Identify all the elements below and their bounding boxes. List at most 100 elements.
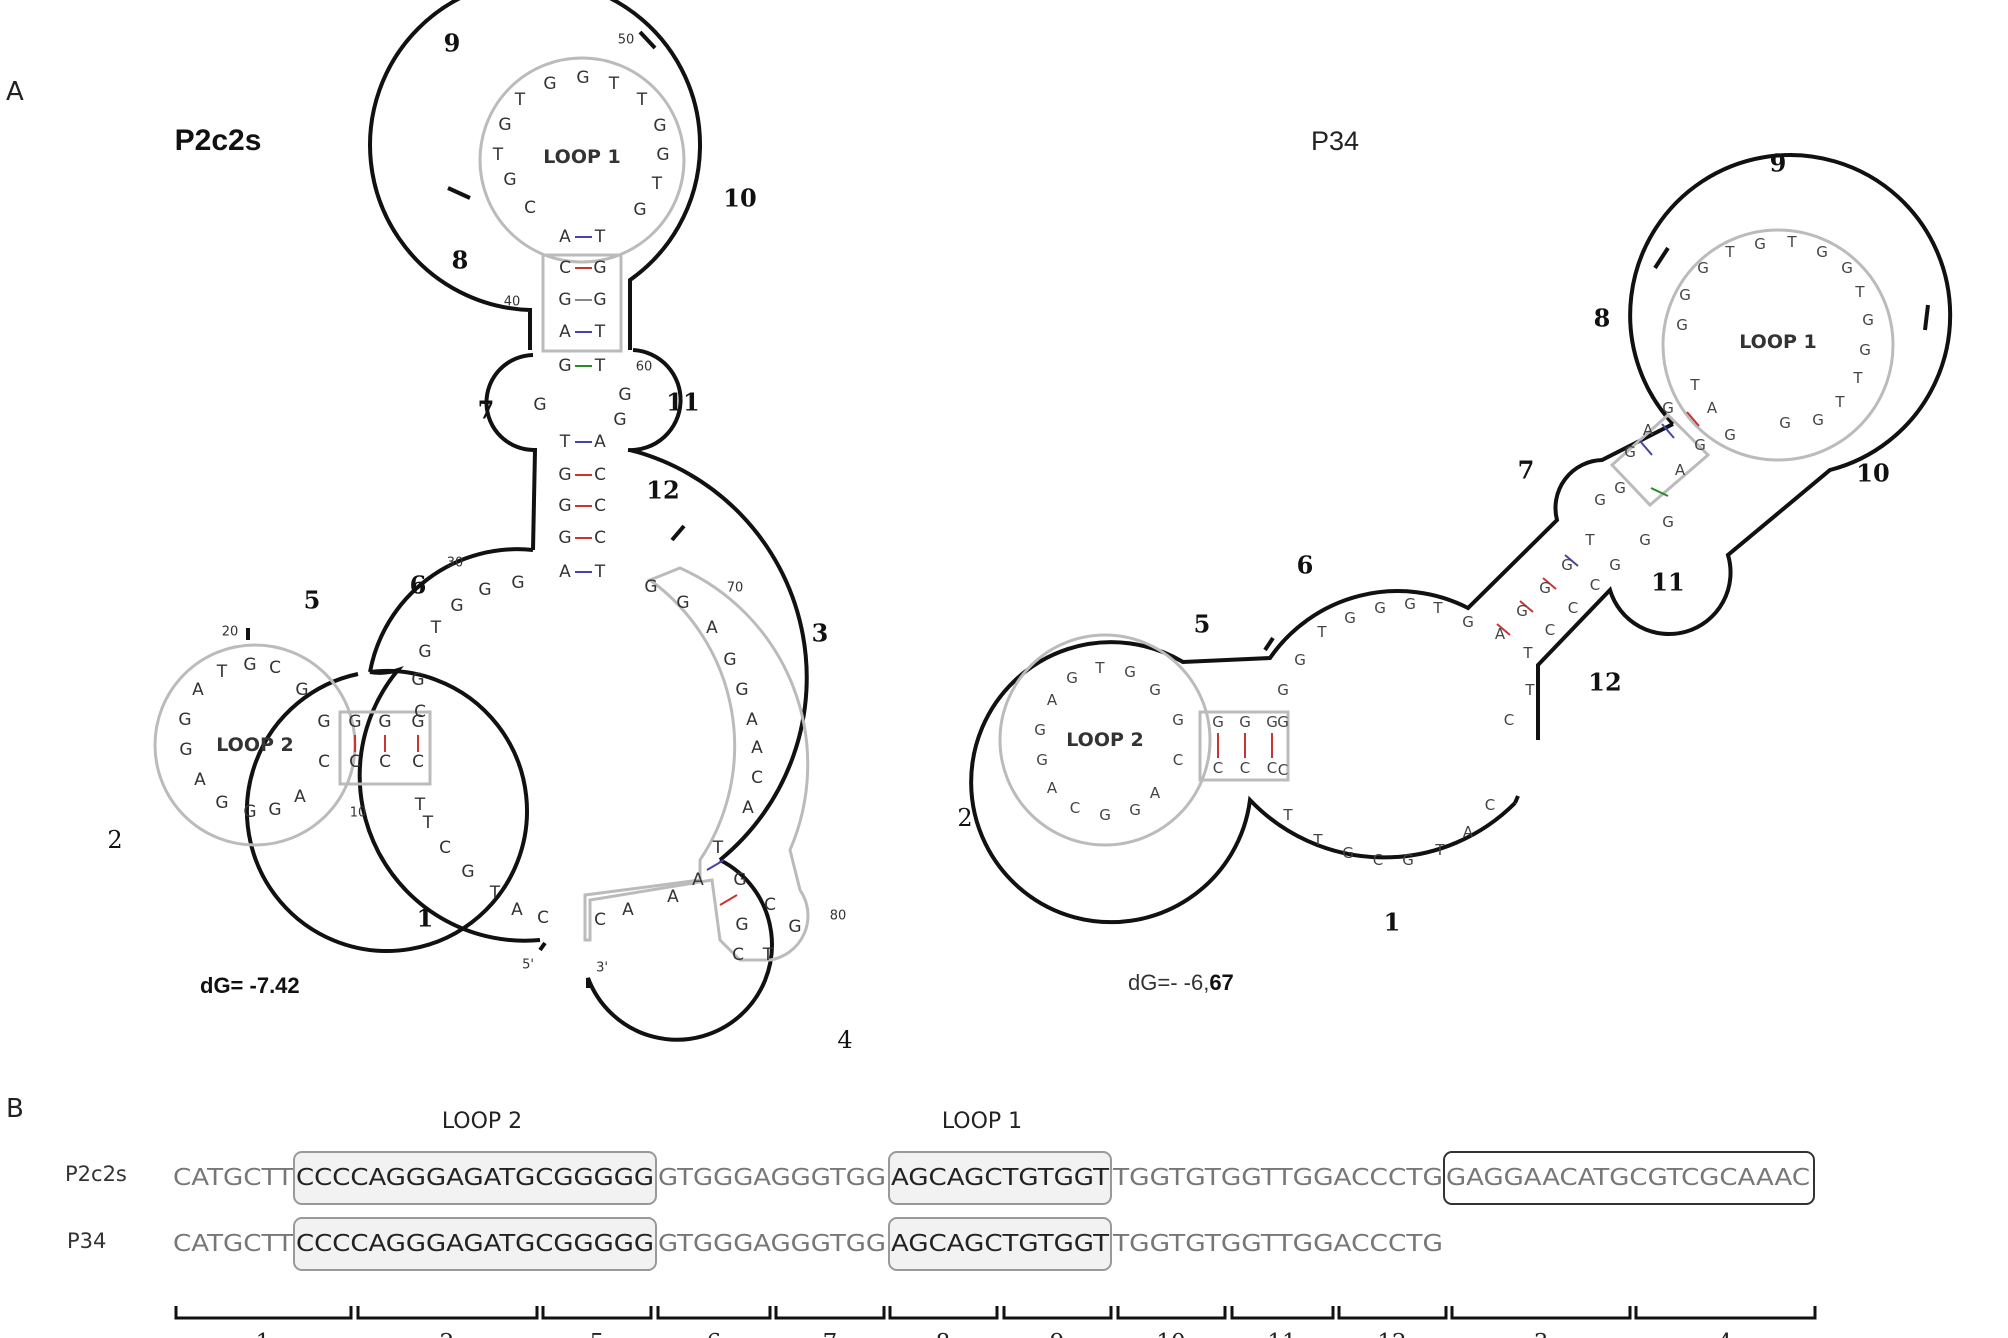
svg-text:G: G (178, 710, 191, 730)
svg-text:G: G (1697, 259, 1709, 277)
svg-text:C: C (379, 752, 391, 772)
svg-text:G: G (788, 917, 801, 937)
svg-text:A: A (667, 887, 679, 907)
svg-text:G: G (558, 290, 571, 310)
svg-text:6: 6 (1297, 551, 1314, 580)
svg-text:G: G (723, 650, 736, 670)
svg-text:10: 10 (1156, 1330, 1185, 1338)
svg-text:2: 2 (440, 1330, 455, 1338)
svg-text:T: T (594, 356, 606, 376)
svg-text:C: C (751, 768, 763, 788)
svg-text:G: G (295, 680, 308, 700)
svg-text:C: C (594, 465, 606, 485)
svg-text:G: G (243, 802, 256, 822)
svg-text:1: 1 (417, 904, 434, 933)
svg-text:G: G (558, 496, 571, 516)
svg-text:C: C (764, 895, 776, 915)
svg-text:G: G (653, 116, 666, 136)
row-p34-name: P34 (67, 1229, 106, 1253)
svg-text:9: 9 (1770, 149, 1787, 178)
svg-text:T: T (1434, 841, 1445, 859)
svg-text:5: 5 (590, 1330, 605, 1338)
p34-dg: dG=- -6,67 (1128, 970, 1234, 995)
panel-b-label: B (6, 1094, 24, 1124)
svg-text:G: G (1614, 479, 1626, 497)
svg-text:G: G (317, 712, 330, 732)
svg-text:1: 1 (1384, 908, 1401, 937)
svg-text:80: 80 (830, 909, 847, 924)
svg-text:G: G (1239, 713, 1251, 731)
svg-text:T: T (1854, 283, 1865, 301)
svg-text:C: C (1485, 796, 1495, 814)
svg-text:G: G (1812, 411, 1824, 429)
svg-text:T: T (216, 662, 228, 682)
svg-text:T: T (1852, 369, 1863, 387)
svg-text:60: 60 (636, 360, 653, 375)
svg-text:G: G (179, 740, 192, 760)
svg-text:G: G (735, 680, 748, 700)
p2c2s-5prime: 5' (522, 958, 534, 973)
p2c2s-title: P2c2s (175, 124, 262, 157)
svg-text:A: A (751, 738, 763, 758)
svg-text:GTGGGAGGGTGG: GTGGGAGGGTGG (658, 1231, 886, 1257)
svg-text:G: G (676, 593, 689, 613)
svg-text:G: G (613, 410, 626, 430)
svg-text:A: A (1047, 691, 1058, 709)
svg-text:11: 11 (1651, 568, 1684, 597)
svg-text:CATGCTT: CATGCTT (173, 1165, 294, 1191)
svg-text:C: C (1278, 761, 1288, 779)
svg-text:11: 11 (1267, 1330, 1296, 1338)
svg-text:6: 6 (410, 571, 427, 600)
svg-text:G: G (1841, 259, 1853, 277)
p2c2s-loop2-label: LOOP 2 (216, 734, 294, 756)
svg-text:4: 4 (837, 1026, 852, 1054)
svg-text:2: 2 (107, 826, 122, 854)
svg-text:G: G (1149, 681, 1161, 699)
svg-text:G: G (1124, 663, 1136, 681)
svg-text:A: A (1643, 421, 1654, 439)
svg-text:10: 10 (350, 806, 367, 821)
svg-text:CCCCAGGGAGATGCGGGGG: CCCCAGGGAGATGCGGGGG (296, 1231, 654, 1257)
svg-text:G: G (543, 74, 556, 94)
svg-text:11: 11 (666, 388, 699, 417)
svg-text:C: C (1373, 851, 1383, 869)
svg-text:30: 30 (447, 556, 464, 571)
panel-a-label: A (6, 77, 24, 107)
svg-text:A: A (594, 432, 606, 452)
svg-text:8: 8 (452, 246, 469, 275)
svg-text:G: G (1676, 316, 1688, 334)
svg-text:G: G (1212, 713, 1224, 731)
p2c2s-position-numbers: 10 20 30 40 50 60 70 80 (222, 33, 847, 924)
svg-text:T: T (608, 74, 620, 94)
svg-text:T: T (762, 945, 774, 965)
svg-text:A: A (692, 870, 704, 890)
svg-text:G: G (503, 170, 516, 190)
svg-text:7: 7 (823, 1330, 838, 1338)
svg-text:A: A (706, 618, 718, 638)
svg-text:G: G (1172, 711, 1184, 729)
segment-bracket-labels: 1 2 5 6 7 8 9 10 11 12 3 4 (256, 1330, 1733, 1338)
svg-text:G: G (633, 200, 646, 220)
svg-text:T: T (594, 562, 606, 582)
svg-text:C: C (1545, 621, 1555, 639)
svg-text:3: 3 (1534, 1330, 1549, 1338)
svg-text:T: T (712, 838, 724, 858)
svg-text:G: G (1679, 286, 1691, 304)
svg-text:AGCAGCTGTGGT: AGCAGCTGTGGT (891, 1231, 1110, 1257)
svg-text:T: T (559, 432, 571, 452)
svg-text:C: C (1590, 576, 1600, 594)
svg-text:T: T (594, 322, 606, 342)
svg-text:G: G (1862, 311, 1874, 329)
svg-text:5: 5 (1194, 610, 1211, 639)
p2c2s-dg: dG= -7.42 (200, 973, 300, 998)
svg-text:C: C (269, 658, 281, 678)
svg-text:G: G (478, 580, 491, 600)
svg-text:G: G (558, 465, 571, 485)
svg-text:G: G (1609, 556, 1621, 574)
svg-text:CCCCAGGGAGATGCGGGGG: CCCCAGGGAGATGCGGGGG (296, 1165, 654, 1191)
svg-text:G: G (1344, 609, 1356, 627)
svg-text:C: C (1267, 759, 1277, 777)
